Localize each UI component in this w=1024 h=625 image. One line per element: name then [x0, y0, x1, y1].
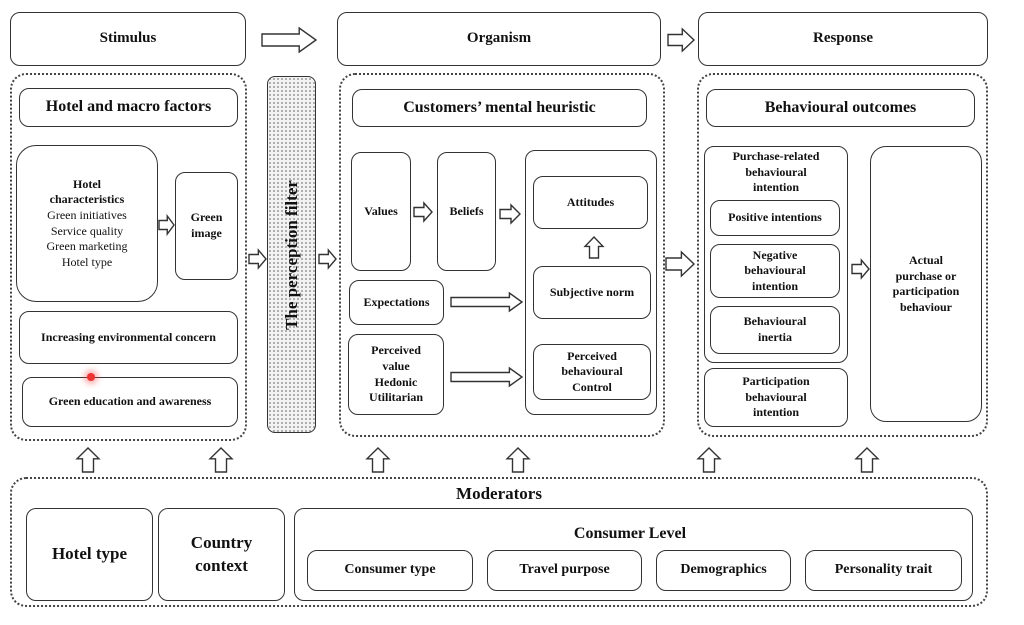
- arrow-up-icon: [854, 447, 880, 473]
- travel-purpose-box: Travel purpose: [487, 550, 642, 591]
- hotel-characteristics-title: Hotel characteristics: [49, 176, 125, 207]
- arrow-shape: [499, 203, 521, 225]
- green-image-box: Green image: [175, 172, 238, 280]
- response-header: Response: [698, 12, 988, 66]
- arrow-right-icon: [318, 248, 337, 270]
- attitudes-box: Attitudes: [533, 176, 648, 229]
- arrow-up-icon: [583, 235, 605, 259]
- subjective-norm-box: Subjective norm: [533, 266, 651, 319]
- demographics-box: Demographics: [656, 550, 791, 591]
- moderators-container: [10, 477, 988, 607]
- hotel-characteristics-box: Hotel characteristics Green initiatives …: [16, 145, 158, 302]
- participation-intention-box: Participation behavioural intention: [704, 368, 848, 427]
- hotel-characteristics-items: Green initiatives Service quality Green …: [46, 207, 128, 269]
- organism-header: Organism: [337, 12, 661, 66]
- arrow-shape: [667, 27, 696, 53]
- arrow-up-icon: [75, 447, 101, 473]
- arrow-up-icon: [505, 447, 531, 473]
- consumer-level-title: Consumer Level: [573, 524, 687, 542]
- environmental-concern-box: Increasing environmental concern: [19, 311, 238, 364]
- arrow-shape: [75, 447, 101, 473]
- arrow-shape: [318, 248, 337, 270]
- arrow-up-icon: [365, 447, 391, 473]
- personality-trait-box: Personality trait: [805, 550, 962, 591]
- arrow-right-icon: [499, 203, 521, 225]
- arrow-right-icon: [413, 201, 433, 223]
- arrow-shape: [665, 250, 696, 278]
- actual-behaviour-box: Actual purchase or participation behavio…: [870, 146, 982, 422]
- green-education-box: Green education and awareness: [22, 377, 238, 427]
- arrow-shape: [583, 235, 605, 259]
- arrow-shape: [854, 447, 880, 473]
- perception-filter: The perception filter: [267, 76, 316, 433]
- arrow-up-icon: [696, 447, 722, 473]
- arrow-right-icon: [450, 291, 524, 313]
- hotel-type-moderator: Hotel type: [26, 508, 153, 601]
- arrow-right-icon: [665, 250, 696, 278]
- response-container: [697, 73, 988, 437]
- perceived-behavioural-control-box: Perceived behavioural Control: [533, 344, 651, 400]
- arrow-right-icon: [450, 366, 524, 388]
- arrow-right-icon: [851, 258, 870, 280]
- arrow-shape: [505, 447, 531, 473]
- arrow-right-icon: [667, 27, 696, 53]
- positive-intentions-box: Positive intentions: [710, 200, 840, 236]
- negative-intention-box: Negative behavioural intention: [710, 244, 840, 298]
- country-context-moderator: Country context: [158, 508, 285, 601]
- arrow-shape: [365, 447, 391, 473]
- arrow-right-icon: [248, 248, 267, 270]
- perceived-value-box: Perceived value Hedonic Utilitarian: [348, 334, 444, 415]
- arrow-shape: [261, 26, 318, 54]
- arrow-right-icon: [158, 213, 175, 237]
- arrow-shape: [158, 213, 175, 237]
- arrow-shape: [248, 248, 267, 270]
- arrow-shape: [696, 447, 722, 473]
- consumer-type-box: Consumer type: [307, 550, 473, 591]
- arrow-shape: [450, 366, 524, 388]
- arrow-shape: [450, 291, 524, 313]
- arrow-shape: [851, 258, 870, 280]
- arrow-shape: [208, 447, 234, 473]
- moderators-title: Moderators: [456, 483, 542, 503]
- arrow-right-icon: [261, 26, 318, 54]
- arrow-up-icon: [208, 447, 234, 473]
- stimulus-header: Stimulus: [10, 12, 246, 66]
- hotel-macro-factors-header: Hotel and macro factors: [19, 88, 238, 127]
- consumer-level-container: [294, 508, 973, 601]
- arrow-shape: [413, 201, 433, 223]
- expectations-box: Expectations: [349, 280, 444, 325]
- behavioural-inertia-box: Behavioural inertia: [710, 306, 840, 354]
- values-box: Values: [351, 152, 411, 271]
- behavioural-outcomes-header: Behavioural outcomes: [706, 89, 975, 127]
- stimulus-container: [10, 73, 247, 441]
- mental-heuristic-header: Customers’ mental heuristic: [352, 89, 647, 127]
- perception-filter-label: The perception filter: [281, 179, 301, 330]
- organism-container: [339, 73, 665, 437]
- tpb-container: [525, 150, 657, 415]
- beliefs-box: Beliefs: [437, 152, 496, 271]
- cursor-marker: [87, 373, 95, 381]
